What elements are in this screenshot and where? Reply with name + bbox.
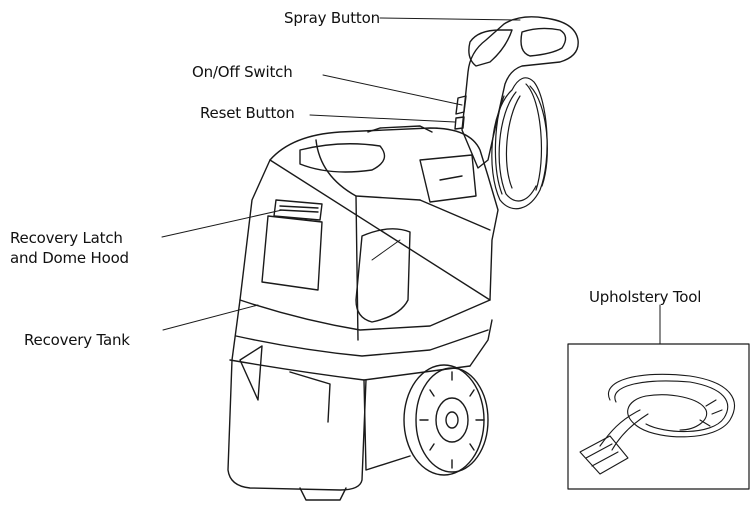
on-off-switch	[455, 95, 467, 115]
upholstery-tool-box	[567, 343, 750, 490]
label-on-off-switch: On/Off Switch	[192, 63, 293, 81]
machine-body	[227, 125, 499, 491]
leader-on-off-switch	[322, 74, 463, 106]
upholstery-nozzle	[579, 435, 629, 475]
label-recovery-latch-line2: and Dome Hood	[10, 249, 129, 267]
tank-seam	[239, 299, 491, 331]
leader-reset-button	[309, 114, 456, 123]
side-window	[355, 228, 411, 323]
front-notch-right	[289, 371, 331, 423]
label-upholstery-tool: Upholstery Tool	[589, 288, 702, 306]
handle-grip-right	[520, 27, 567, 57]
hose-coil	[491, 77, 548, 210]
handle-grip-left	[468, 29, 513, 67]
side-panel	[419, 154, 477, 203]
reset-button	[454, 116, 465, 130]
dome-top	[299, 143, 386, 173]
leader-recovery-latch	[161, 209, 283, 238]
leader-lines	[161, 17, 661, 345]
label-reset-button: Reset Button	[200, 104, 295, 122]
label-recovery-tank: Recovery Tank	[24, 331, 130, 349]
leader-spray-button	[379, 17, 521, 21]
front-notch-left	[239, 345, 263, 401]
handle	[454, 16, 579, 169]
recovery-window	[261, 215, 323, 291]
leader-recovery-tank	[162, 304, 259, 331]
recovery-latch	[261, 199, 323, 291]
label-spray-button: Spray Button	[284, 9, 380, 27]
front-foot	[299, 487, 347, 501]
label-recovery-latch-line1: Recovery Latch	[10, 229, 123, 247]
label-recovery-latch: Recovery Latch and Dome Hood	[10, 228, 170, 268]
wheel	[403, 364, 489, 476]
upholstery-tool-drawing	[579, 373, 735, 475]
